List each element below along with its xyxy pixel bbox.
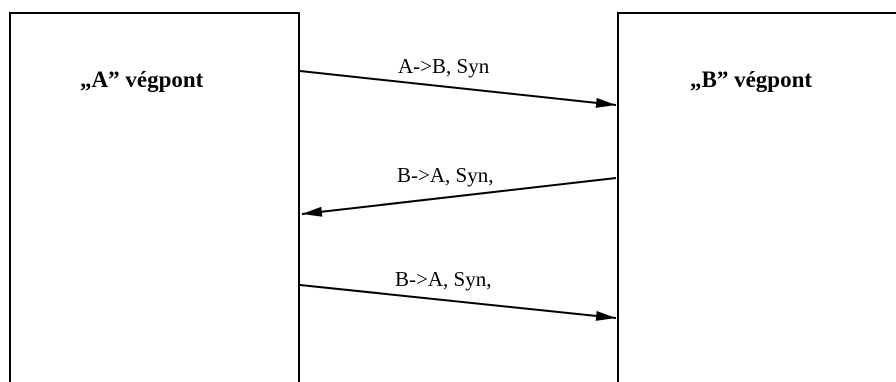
message-2-arrow [301,177,617,217]
message-3: B->A, Syn, [299,267,617,321]
endpoint-b-box [617,12,896,382]
message-1-arrow [299,70,617,108]
endpoint-a-label: „A” végpont [80,67,204,92]
endpoint-b: „B” végpont [617,12,896,382]
message-2: B->A, Syn, [301,163,617,217]
message-1-label: A->B, Syn [398,54,490,78]
message-1: A->B, Syn [299,54,617,108]
message-3-arrow [299,284,617,321]
endpoint-b-label: „B” végpont [690,67,812,92]
endpoint-a: „A” végpont [9,12,300,382]
endpoint-a-box [9,12,300,382]
message-2-label: B->A, Syn, [397,163,493,187]
message-3-label: B->A, Syn, [395,267,491,291]
